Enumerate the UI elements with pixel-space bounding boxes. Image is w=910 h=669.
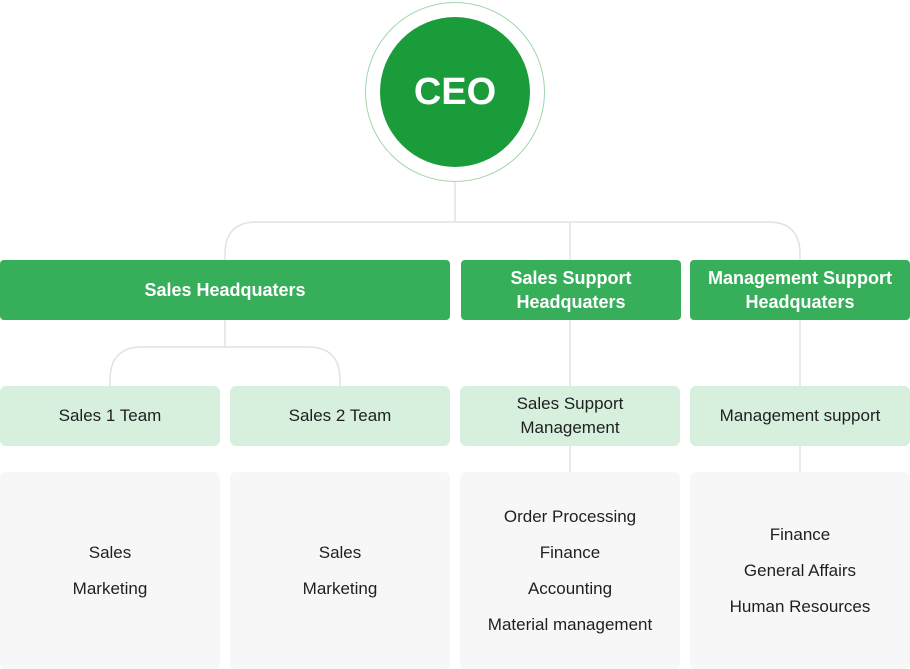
hq-sales: Sales Headquaters: [0, 260, 450, 320]
duty-item: Finance: [539, 542, 601, 562]
hq-management-support-label: Management Support Headquaters: [707, 268, 892, 312]
ceo-node: CEO: [380, 17, 530, 167]
duty-box-sales-1: Sales Marketing: [0, 472, 220, 669]
ceo-label: CEO: [413, 70, 497, 113]
hq-management-support: Management Support Headquaters: [690, 260, 910, 320]
duty-box-sales-2: Sales Marketing: [230, 472, 450, 669]
team-sales-2: Sales 2 Team: [230, 386, 450, 446]
sales-team-branch-connector: [109, 346, 341, 386]
duty-item: Accounting: [527, 578, 613, 598]
hq-sales-label: Sales Headquaters: [144, 280, 306, 300]
duty-item: Material management: [487, 614, 653, 634]
duty-item: Marketing: [302, 578, 378, 598]
hq-sales-support: Sales Support Headquaters: [461, 260, 681, 320]
duty-item: Sales: [318, 542, 362, 562]
team-management-support-label: Management support: [719, 406, 881, 425]
team-sales-2-label: Sales 2 Team: [288, 406, 392, 425]
team-sales-1: Sales 1 Team: [0, 386, 220, 446]
duty-item: General Affairs: [743, 560, 857, 580]
duty-item: Human Resources: [729, 596, 871, 616]
team-sales-support-management-label: Sales Support Management: [516, 394, 624, 437]
duty-item: Finance: [769, 524, 831, 544]
team-sales-support-management: Sales Support Management: [460, 386, 680, 446]
team-management-support: Management support: [690, 386, 910, 446]
hq-sales-support-label: Sales Support Headquaters: [510, 268, 632, 312]
hq-branch-connector: [224, 221, 801, 260]
duty-item: Order Processing: [503, 506, 637, 526]
duty-box-management: Finance General Affairs Human Resources: [690, 472, 910, 669]
team-sales-1-label: Sales 1 Team: [58, 406, 162, 425]
duty-item: Sales: [88, 542, 132, 562]
duty-item: Marketing: [72, 578, 148, 598]
duty-box-sales-support: Order Processing Finance Accounting Mate…: [460, 472, 680, 669]
